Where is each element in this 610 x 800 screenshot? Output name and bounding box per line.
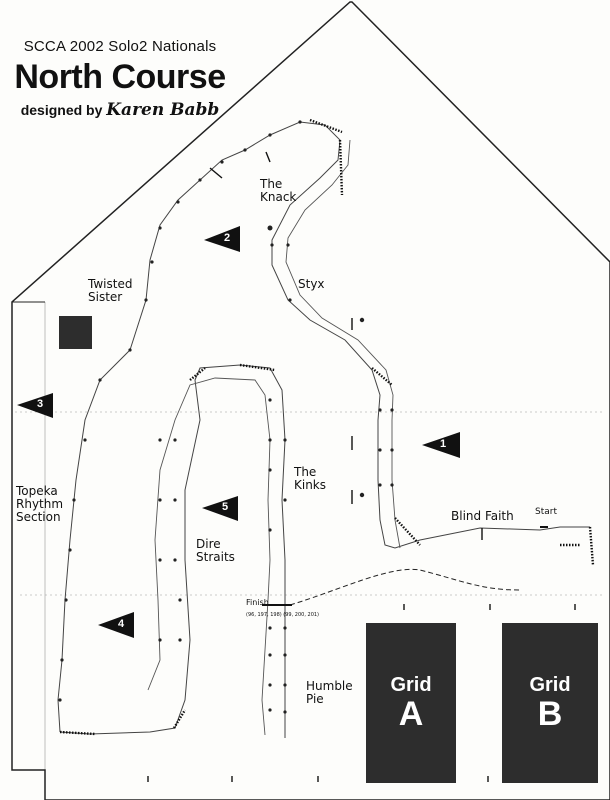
grid-access-road — [289, 568, 521, 606]
worker-station-4-icon — [98, 612, 134, 638]
worker-station-2-icon — [204, 226, 240, 252]
course-path-inner — [285, 139, 401, 549]
finish-word: Finish — [246, 598, 269, 607]
course-path-kinks — [59, 364, 286, 738]
worker-station-1-number: 1 — [439, 438, 447, 450]
credit-prefix: designed by — [20, 102, 103, 118]
grid-b-word: Grid — [529, 674, 571, 696]
worker-station-5-number: 5 — [221, 501, 229, 513]
worker-station-3-icon — [17, 393, 53, 418]
grid-b-area: Grid B — [502, 623, 598, 783]
cone-markers — [58, 120, 394, 714]
course-path-dire-straits — [147, 377, 271, 736]
designer-credit: designed by Karen Babb — [0, 100, 240, 120]
page-title: North Course — [14, 58, 226, 96]
finish-label: Finish (96, 197, 198) (99, 200, 201) — [246, 596, 319, 622]
site-boundary — [11, 1, 610, 800]
feature-label-kinks: The Kinks — [294, 465, 327, 492]
feature-label-blind-faith: Blind Faith — [451, 509, 514, 523]
designer-signature: Karen Babb — [106, 100, 220, 120]
worker-station-4-number: 4 — [117, 618, 125, 630]
grid-a-word: Grid — [390, 674, 432, 696]
worker-station-5-icon — [202, 496, 238, 521]
worker-station-2-number: 2 — [223, 232, 231, 244]
feature-label-topeka: Topeka Rhythm Section — [16, 484, 64, 524]
feature-label-knack: The Knack — [260, 177, 297, 204]
worker-station-3-number: 3 — [36, 398, 44, 410]
finish-sequence: (96, 197, 198) (99, 200, 201) — [246, 612, 320, 618]
grid-a-area: Grid A — [366, 623, 456, 783]
worker-station-1-icon — [422, 432, 460, 458]
feature-label-humble-pie: Humble Pie — [306, 679, 353, 706]
course-path — [57, 121, 590, 733]
grid-a-letter: A — [398, 695, 424, 733]
feature-label-dire-straits: Dire Straits — [196, 537, 235, 564]
event-name: SCCA 2002 Solo2 Nationals — [23, 38, 217, 55]
light-pole-base — [59, 316, 92, 349]
cone-walls — [59, 118, 595, 736]
feature-label-twisted-sister: Twisted Sister — [88, 277, 133, 304]
feature-label-styx: Styx — [298, 277, 325, 291]
grid-b-letter: B — [537, 695, 563, 733]
start-label: Start — [535, 507, 557, 517]
pointer-cones — [209, 151, 483, 540]
